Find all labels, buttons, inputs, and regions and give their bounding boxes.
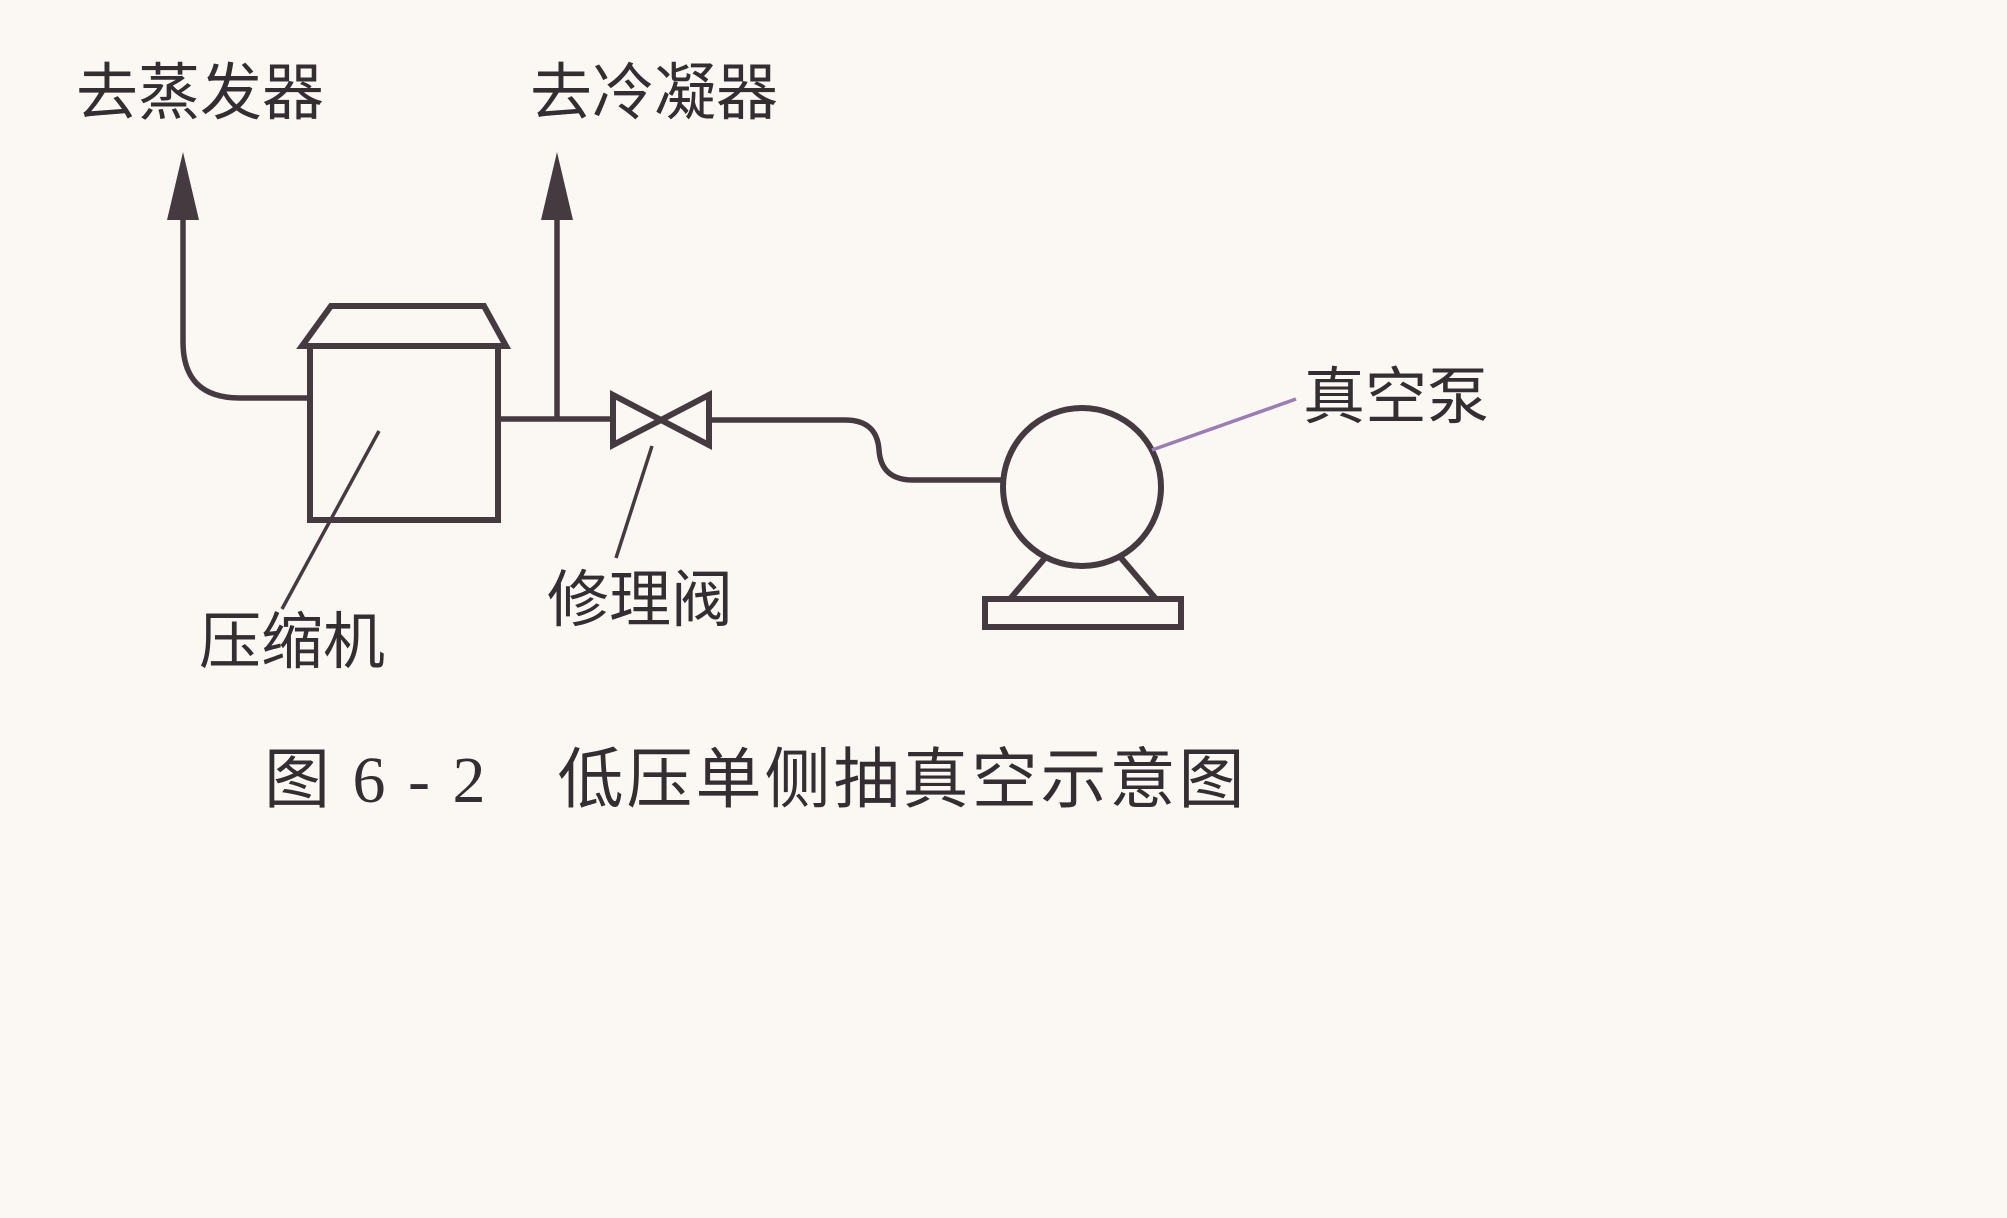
pump-leader-line bbox=[1151, 397, 1297, 452]
label-vacuum-pump: 真空泵 bbox=[1303, 364, 1489, 432]
compressor-body bbox=[307, 343, 501, 523]
service-valve-left-triangle bbox=[610, 390, 668, 450]
valve-leader-line bbox=[614, 445, 654, 559]
condenser-arrow bbox=[541, 152, 573, 220]
compressor-leader-line bbox=[280, 430, 381, 610]
label-to-evaporator: 去蒸发器 bbox=[76, 60, 324, 128]
label-compressor: 压缩机 bbox=[199, 609, 385, 677]
evaporator-pipe bbox=[180, 214, 310, 401]
vacuum-pump-circle bbox=[1000, 405, 1164, 569]
vacuum-pump-base bbox=[982, 596, 1184, 630]
pump-pipe bbox=[709, 417, 1006, 483]
evaporator-arrow bbox=[167, 152, 199, 220]
label-service-valve: 修理阀 bbox=[547, 567, 733, 635]
service-valve-right-triangle bbox=[654, 390, 712, 450]
compressor-lid bbox=[296, 303, 512, 349]
figure-caption: 图 6 - 2 低压单侧抽真空示意图 bbox=[264, 744, 1247, 817]
label-to-condenser: 去冷凝器 bbox=[530, 60, 778, 128]
